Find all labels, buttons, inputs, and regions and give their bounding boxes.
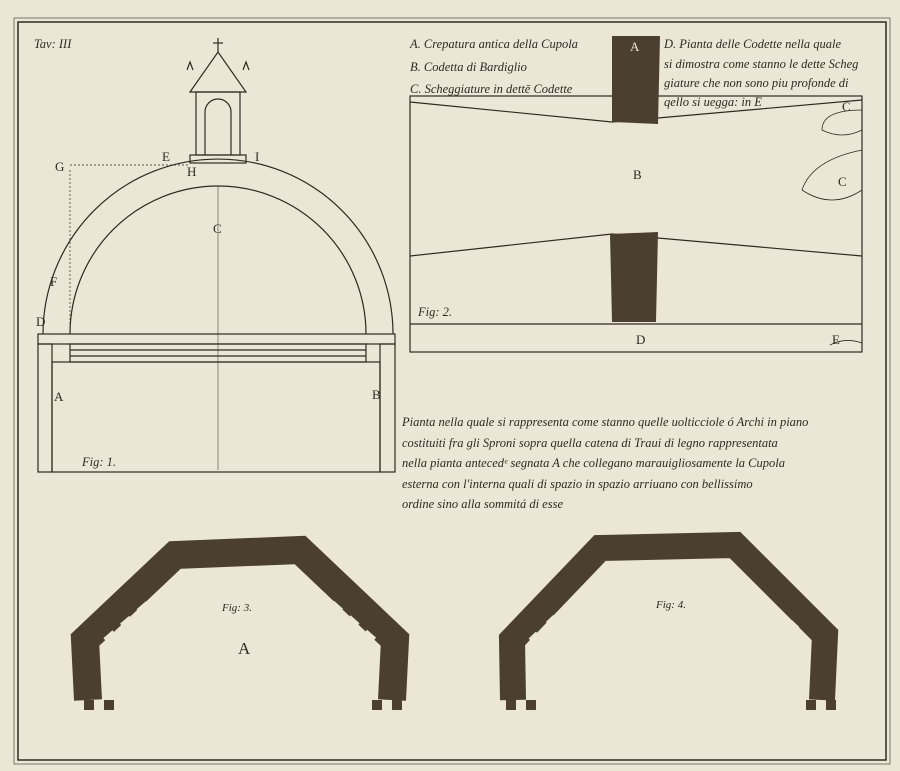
fig2-letter-e: E — [832, 332, 840, 347]
fig1-letter-e: E — [162, 149, 170, 164]
fig4-truss — [498, 531, 839, 710]
caption-line: ordine sino alla sommitá di esse — [402, 497, 563, 511]
fig1-letter-i: I — [255, 149, 260, 164]
caption-line: costituiti fra gli Sproni sopra quella c… — [402, 435, 778, 450]
fig2-letter-d: D — [636, 332, 646, 347]
fig1-label: Fig: 1. — [82, 455, 117, 469]
legend-d-line: giature che non sono piu profonde di — [664, 76, 849, 90]
legend-d-line: D. Pianta delle Codette nella quale — [664, 37, 842, 51]
fig3-label: Fig: 3. — [222, 602, 252, 614]
caption-line: esterna con l'interna quali di spazio in… — [402, 476, 753, 491]
fig1-letter-c: C — [213, 221, 222, 236]
legend-d-line: qello si uegga: in E — [664, 95, 762, 109]
fig2-letter-c-top: C — [842, 99, 851, 114]
legend-c: C. Scheggiature in dettē Codette — [410, 82, 573, 96]
plate-border — [17, 21, 887, 761]
caption-line: nella pianta antecedᵉ segnata A che coll… — [402, 456, 785, 470]
fig1-letter-d: D — [36, 314, 46, 329]
fig1-letter-g: G — [55, 159, 65, 174]
legend-d-line: si dimostra come stanno le dette Scheg — [664, 57, 859, 71]
fig1-letter-h: H — [187, 164, 197, 179]
fig1-letter-b: B — [372, 387, 381, 402]
fig2-crack-hatching — [610, 36, 660, 322]
fig4-label: Fig: 4. — [656, 599, 686, 611]
plate-outer-border — [13, 17, 891, 765]
fig1-dome-section — [37, 38, 396, 473]
plate-caption: Pianta nella quale si rappresenta come s… — [402, 412, 882, 515]
fig3-letter-a: A — [238, 639, 251, 658]
fig2-label: Fig: 2. — [418, 305, 453, 319]
legend-b: B. Codetta di Bardiglio — [410, 60, 527, 74]
fig3-truss — [70, 535, 410, 710]
fig2-letter-a: A — [630, 39, 640, 54]
fig1-letter-f: F — [50, 274, 58, 289]
fig2-letter-b: B — [633, 167, 642, 182]
fig1-letter-a: A — [54, 389, 64, 404]
caption-line: Pianta nella quale si rappresenta come s… — [402, 415, 809, 429]
legend-a: A. Crepatura antica della Cupola — [410, 37, 578, 51]
plate-number: Tav: III — [34, 37, 72, 51]
fig2-letter-c: C — [838, 174, 847, 189]
